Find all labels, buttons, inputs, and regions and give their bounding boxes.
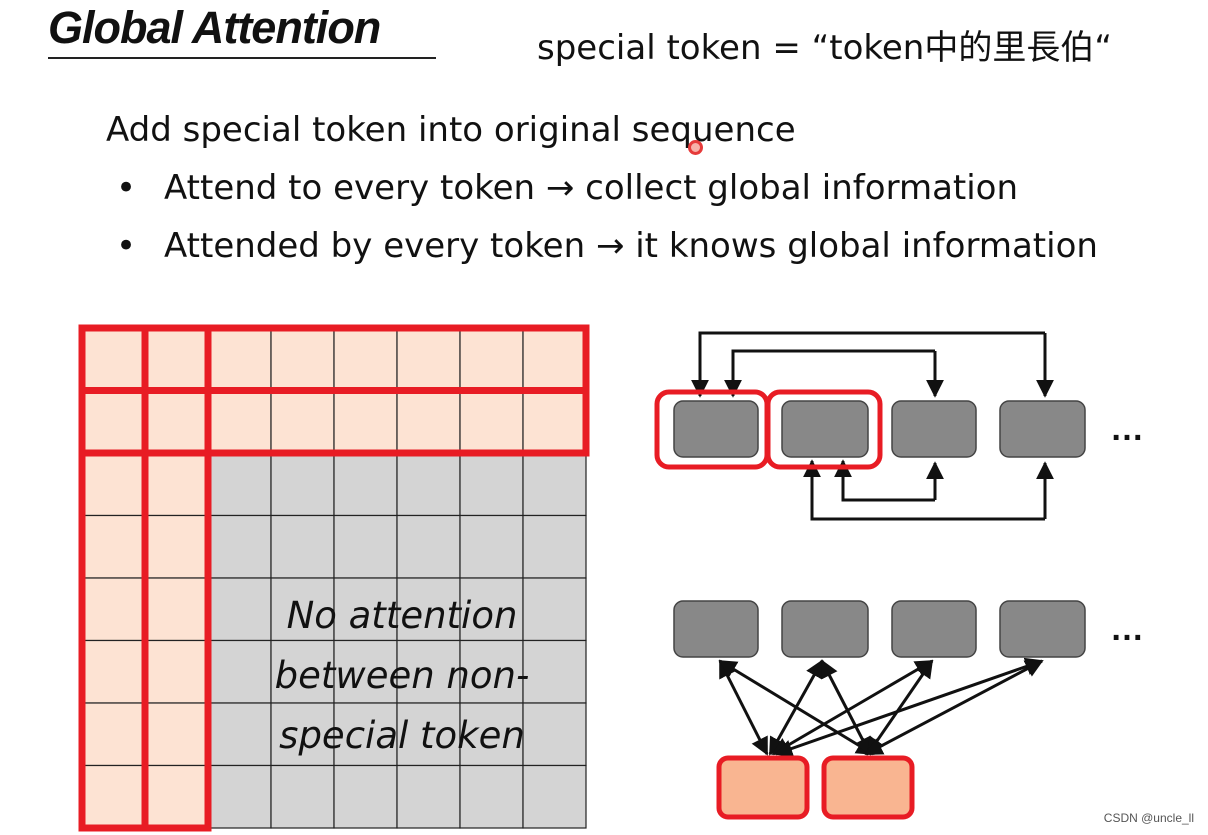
matrix-cell: [81, 452, 146, 517]
matrix-cell: [81, 702, 146, 767]
special-row-highlight: [78, 387, 590, 457]
matrix-cell: [459, 452, 524, 517]
extra-special-token-1: [716, 755, 810, 820]
matrix-cell: [81, 514, 146, 579]
matrix-cell: [144, 514, 209, 579]
matrix-label-line-3: special token: [279, 714, 525, 757]
matrix-cell: [459, 389, 524, 454]
matrix-cell: [144, 389, 209, 454]
matrix-cell: [333, 577, 398, 642]
matrix-cell: [396, 577, 461, 642]
matrix-cell: [522, 577, 587, 642]
matrix-cell: [207, 452, 272, 517]
watermark: CSDN @uncle_ll: [1103, 811, 1194, 825]
matrix-label-line-1: No attention: [287, 594, 518, 637]
matrix-cell: [270, 452, 335, 517]
matrix-cell: [333, 639, 398, 704]
token-node-2: [781, 400, 869, 458]
matrix-cell: [207, 577, 272, 642]
matrix-cell: [207, 702, 272, 767]
matrix-cell: [144, 702, 209, 767]
token-node-7: [891, 600, 977, 658]
bullet-text: Attended by every token → it knows globa…: [164, 226, 1098, 266]
matrix-cell: [81, 327, 146, 392]
title-underline: [48, 57, 436, 59]
token-node-5: [673, 600, 759, 658]
token-node-1: [673, 400, 759, 458]
ellipsis-top: …: [1110, 410, 1144, 448]
matrix-cell: [207, 327, 272, 392]
arrow-token4-to-token1: [691, 331, 1045, 398]
matrix-cell: [522, 327, 587, 392]
matrix-cell: [396, 452, 461, 517]
matrix-cell: [459, 764, 524, 829]
matrix-cell: [144, 764, 209, 829]
matrix-cell: [81, 577, 146, 642]
bullet-marker: •: [116, 168, 137, 208]
attention-matrix: [78, 324, 590, 832]
matrix-cell: [333, 514, 398, 579]
special-token-highlight-2: [765, 389, 883, 470]
matrix-cell: [522, 702, 587, 767]
matrix-cell: [81, 639, 146, 704]
matrix-cell: [270, 389, 335, 454]
matrix-cell: [396, 389, 461, 454]
bidirectional-arrows: [718, 657, 1044, 758]
bullet-text: Attend to every token → collect global i…: [164, 168, 1019, 208]
token-node-8: [999, 600, 1086, 658]
arrow-token4-to-token2-lower: [803, 459, 1045, 521]
matrix-cell: [270, 764, 335, 829]
bullet-marker: •: [116, 226, 137, 266]
matrix-cell: [144, 639, 209, 704]
matrix-cell: [144, 577, 209, 642]
bullet-item-2: • Attended by every token → it knows glob…: [116, 226, 1098, 266]
page-title: Global Attention: [48, 2, 381, 53]
matrix-cell: [207, 514, 272, 579]
lead-text: Add special token into original sequence: [106, 110, 796, 150]
matrix-cell: [522, 764, 587, 829]
matrix-cell: [81, 389, 146, 454]
matrix-cell: [522, 514, 587, 579]
matrix-cell: [144, 452, 209, 517]
matrix-label-line-2: between non-: [275, 654, 530, 697]
matrix-cell: [81, 764, 146, 829]
matrix-cell: [459, 514, 524, 579]
extra-special-token-2: [821, 755, 915, 820]
matrix-cell: [333, 764, 398, 829]
matrix-cell: [522, 452, 587, 517]
bullet-item-1: • Attend to every token → collect global …: [116, 168, 1018, 208]
matrix-cell: [396, 702, 461, 767]
matrix-cell: [270, 639, 335, 704]
matrix-cell: [522, 639, 587, 704]
matrix-cell: [333, 389, 398, 454]
arrow-token3-to-token2: [724, 349, 935, 398]
matrix-cell: [207, 389, 272, 454]
matrix-cell: [396, 514, 461, 579]
matrix-cell: [459, 327, 524, 392]
token-node-4: [999, 400, 1086, 458]
matrix-cell: [270, 327, 335, 392]
token-node-3: [891, 400, 977, 458]
matrix-cell: [270, 514, 335, 579]
matrix-cell: [396, 639, 461, 704]
ellipsis-bottom: …: [1110, 610, 1144, 648]
matrix-cell: [207, 764, 272, 829]
special-column-highlight: [141, 324, 212, 832]
matrix-cell: [333, 452, 398, 517]
arrow-token3-to-token2-lower: [834, 459, 935, 502]
matrix-cell: [396, 764, 461, 829]
matrix-cell: [207, 639, 272, 704]
matrix-cell: [396, 327, 461, 392]
subtitle: special token = “token中的里長伯“: [537, 28, 1112, 68]
global-attention-top-diagram: …: [654, 331, 1144, 521]
matrix-cell: [522, 389, 587, 454]
matrix-cell: [144, 327, 209, 392]
token-node-6: [781, 600, 869, 658]
laser-pointer-dot: [688, 140, 703, 155]
global-attention-bottom-diagram: …: [673, 600, 1144, 820]
matrix-cell: [333, 327, 398, 392]
